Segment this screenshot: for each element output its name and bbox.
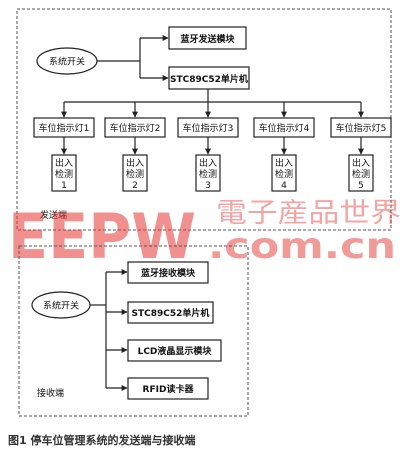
detect-2: 出入 检测 2: [122, 154, 148, 192]
watermark: EEPW 電子産品世界 .com.cn: [8, 198, 401, 273]
detect-5-num: 5: [358, 181, 364, 191]
rfid-box: RFID读卡器: [127, 377, 209, 400]
rfid-label: RFID读卡器: [143, 383, 195, 395]
lcd-label: LCD液晶显示模块: [138, 345, 213, 357]
detect-1-num: 1: [61, 181, 67, 191]
receiver-mcu-label: STC89C52单片机: [132, 307, 210, 319]
indicator-4-label: 车位指示灯4: [259, 122, 310, 134]
sender-frame: 发送端: [16, 8, 392, 231]
detect-5-line1: 出入: [352, 157, 370, 169]
detect-2-num: 2: [132, 181, 138, 191]
receiver-switch-label: 系统开关: [43, 300, 79, 312]
sender-switch: 系统开关: [36, 47, 98, 75]
indicator-2-label: 车位指示灯2: [110, 122, 161, 134]
sender-frame-label: 发送端: [40, 209, 67, 221]
detect-3: 出入 检测 3: [195, 154, 221, 192]
sender-connectors: [61, 35, 364, 155]
detect-3-line1: 出入: [199, 157, 217, 169]
detect-4-num: 4: [281, 181, 287, 191]
watermark-latin: EEPW: [8, 200, 196, 273]
watermark-chinese: 電子産品世界: [216, 198, 401, 229]
indicator-1: 车位指示灯1: [33, 117, 95, 138]
detect-4-line2: 检测: [275, 168, 293, 180]
sender-mcu-label: STC89C52单片机: [170, 73, 248, 85]
receiver-switch: 系统开关: [31, 291, 91, 319]
receiver-connectors: [90, 269, 128, 391]
indicator-5-label: 车位指示灯5: [336, 122, 387, 134]
detect-3-num: 3: [205, 181, 211, 191]
detect-5: 出入 检测 5: [348, 154, 374, 192]
indicator-2: 车位指示灯2: [104, 117, 166, 138]
detect-1: 出入 检测 1: [51, 154, 77, 192]
detect-1-line1: 出入: [55, 157, 73, 169]
indicator-5: 车位指示灯5: [330, 117, 392, 138]
sender-mcu-box: STC89C52单片机: [168, 66, 250, 90]
bluetooth-receive-label: 蓝牙接收模块: [141, 267, 196, 279]
indicator-3-label: 车位指示灯3: [183, 122, 234, 134]
receiver-mcu-box: STC89C52单片机: [127, 301, 214, 324]
bluetooth-send-box: 蓝牙发送模块: [168, 26, 247, 50]
indicator-4: 车位指示灯4: [253, 117, 315, 138]
detect-3-line2: 检测: [199, 168, 217, 180]
figure-caption: 图1 停车位管理系统的发送端与接收端: [8, 433, 195, 447]
lcd-box: LCD液晶显示模块: [127, 339, 222, 362]
indicator-3: 车位指示灯3: [177, 117, 239, 138]
detect-1-line2: 检测: [55, 168, 73, 180]
receiver-frame-label: 接收端: [37, 387, 64, 399]
detect-2-line2: 检测: [126, 168, 144, 180]
indicator-1-label: 车位指示灯1: [39, 122, 90, 134]
detect-5-line2: 检测: [352, 168, 370, 180]
receiver-frame: 接收端: [18, 245, 249, 417]
detect-2-line1: 出入: [126, 157, 144, 169]
bluetooth-receive-box: 蓝牙接收模块: [127, 261, 209, 284]
bluetooth-send-label: 蓝牙发送模块: [180, 33, 235, 45]
detect-4-line1: 出入: [275, 157, 293, 169]
detect-4: 出入 检测 4: [271, 154, 297, 192]
sender-switch-label: 系统开关: [49, 56, 85, 68]
